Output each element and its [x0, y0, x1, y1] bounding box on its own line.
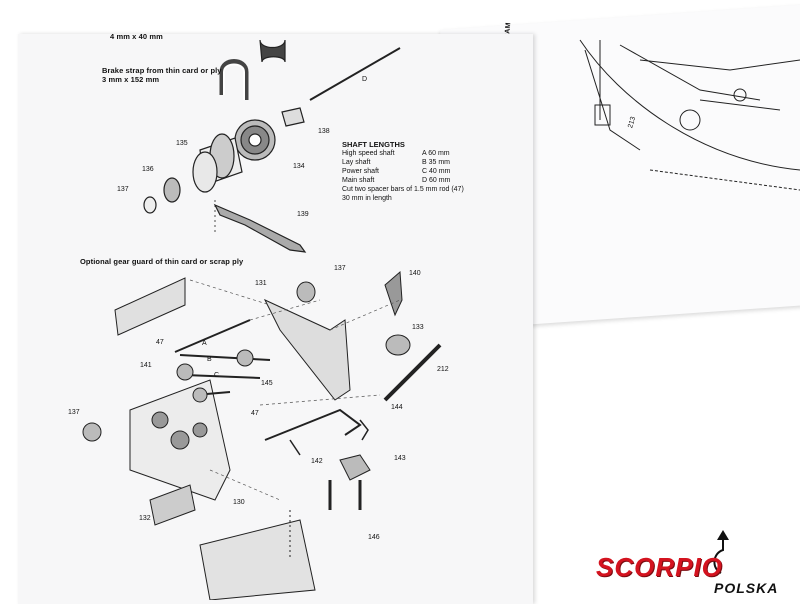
- part-label: 140: [409, 270, 421, 277]
- gear-guard-note: Optional gear guard of thin card or scra…: [80, 257, 244, 266]
- part-label: 146: [368, 534, 380, 541]
- shaft-lengths-title: SHAFT LENGTHS: [342, 140, 405, 149]
- top-cut-text: 4 mm x 40 mm: [110, 32, 163, 41]
- part-label: 212: [437, 366, 449, 373]
- scorpio-polska-logo: SCORPIO POLSKA: [596, 530, 796, 598]
- part-label: 136: [142, 166, 154, 173]
- part-label: 47: [156, 339, 164, 346]
- part-label: 137: [334, 265, 346, 272]
- part-label: 145: [261, 380, 273, 387]
- part-label: 131: [255, 280, 267, 287]
- part-label: D: [362, 76, 368, 83]
- part-label: B: [207, 356, 212, 363]
- scorpio-tail-icon: [713, 530, 729, 574]
- logo-sub-text: POLSKA: [714, 580, 779, 596]
- part-label: 141: [140, 362, 152, 369]
- part-label: 143: [394, 455, 406, 462]
- part-label: A: [202, 340, 207, 347]
- part-label: C: [214, 372, 220, 379]
- part-label: 133: [412, 324, 424, 331]
- logo-main-text: SCORPIO: [596, 552, 723, 582]
- part-label: 144: [391, 404, 403, 411]
- part-label: 135: [176, 140, 188, 147]
- part-label: 137: [117, 186, 129, 193]
- brake-strap-line1: Brake strap from thin card or ply: [102, 66, 222, 75]
- part-label: 137: [68, 409, 80, 416]
- part-label: 139: [297, 211, 309, 218]
- part-label: 132: [139, 515, 151, 522]
- part-label: 134: [293, 163, 305, 170]
- brake-strap-line2: 3 mm x 152 mm: [102, 75, 160, 84]
- part-label: 142: [311, 458, 323, 465]
- part-label: 130: [233, 499, 245, 506]
- part-label: 47: [251, 410, 259, 417]
- part-label: 138: [318, 128, 330, 135]
- spacer-note-line2: 30 mm in length: [342, 195, 392, 202]
- spacer-note-line1: Cut two spacer bars of 1.5 mm rod (47): [342, 186, 464, 193]
